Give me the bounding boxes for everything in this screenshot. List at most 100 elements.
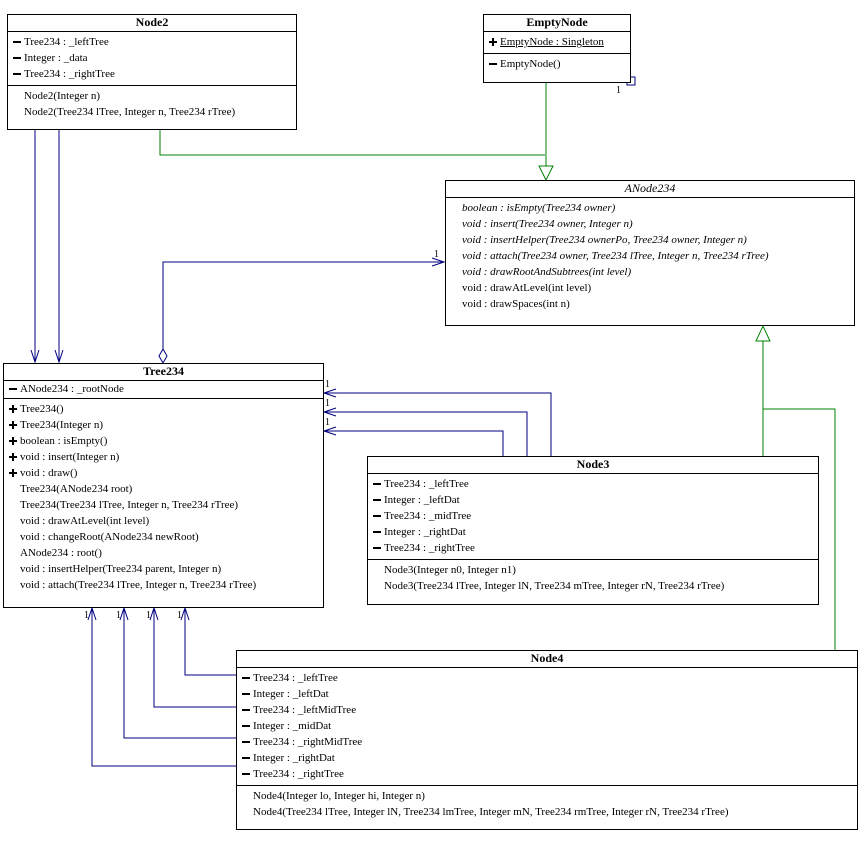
operation-text: void : attach(Tree234 lTree, Integer n, … [20,579,257,591]
inherit-arrowhead-anode234-bottom [755,324,771,342]
assoc-rootnode-arrow [431,257,446,267]
class-node3[interactable]: Node3 Tree234 : _leftTree Integer : _lef… [367,456,819,605]
operation-row: void : draw() [4,465,323,481]
class-anode234[interactable]: ANode234 boolean : isEmpty(Tree234 owner… [445,180,855,326]
class-emptynode[interactable]: EmptyNode EmptyNode : Singleton EmptyNod… [483,14,631,83]
operation-row: ANode234 : root() [4,545,323,561]
operation-row: void : attach(Tree234 lTree, Integer n, … [4,577,323,593]
attribute-text: Integer : _rightDat [253,752,335,764]
operation-text: void : insertHelper(Tree234 parent, Inte… [20,563,222,575]
multiplicity-node3-a: 1 [325,379,330,390]
assoc-node4-a-arrow [180,606,190,621]
operation-text: Node4(Tree234 lTree, Integer lN, Tree234… [253,806,729,818]
class-title: EmptyNode [484,15,630,32]
class-title: Node2 [8,15,296,32]
operation-row: Tree234(Tree234 lTree, Integer n, Tree23… [4,497,323,513]
attribute-row: Integer : _rightDat [368,524,818,540]
operation-row: void : drawAtLevel(int level) [4,513,323,529]
inheritance-lines [159,83,836,650]
operations-section: Tree234() Tree234(Integer n) boolean : i… [4,399,323,596]
operations-section: Node2(Integer n) Node2(Tree234 lTree, In… [8,86,296,123]
attribute-text: Integer : _leftDat [384,494,460,506]
multiplicity-node4-c: 1 [116,610,121,621]
attributes-section: Tree234 : _leftTree Integer : _leftDat T… [368,474,818,560]
attribute-text: Tree234 : _rightMidTree [253,736,363,748]
assoc-node4-a [184,608,236,676]
attribute-text: Integer : _midDat [253,720,332,732]
operation-row: void : insert(Tree234 owner, Integer n) [446,216,854,232]
operation-text: Tree234(Tree234 lTree, Integer n, Tree23… [20,499,239,511]
class-title: Node4 [237,651,857,668]
private-icon [241,718,251,734]
operation-row: void : insertHelper(Tree234 ownerPo, Tre… [446,232,854,248]
multiplicity-singleton: 1 [616,85,621,96]
attribute-row: Tree234 : _midTree [368,508,818,524]
attribute-row: ANode234 : _rootNode [4,381,323,397]
aggregation-diamond [158,347,168,365]
attributes-section: Tree234 : _leftTree Integer : _leftDat T… [237,668,857,786]
private-icon [372,524,382,540]
assoc-node3-b [324,411,528,456]
attributes-section: Tree234 : _leftTree Integer : _data Tree… [8,32,296,86]
attributes-section: EmptyNode : Singleton [484,32,630,54]
class-title: Tree234 [4,364,323,381]
inherit-node2-anode234 [159,130,545,156]
attribute-text: Tree234 : _rightTree [24,68,115,80]
attribute-row: Tree234 : _rightTree [237,766,857,782]
attribute-text: Tree234 : _leftTree [384,478,469,490]
attribute-row: Integer : _data [8,50,296,66]
attribute-row: Integer : _leftDat [368,492,818,508]
public-icon [488,34,498,50]
attribute-row: Integer : _leftDat [237,686,857,702]
operation-text: Node3(Tree234 lTree, Integer lN, Tree234… [384,580,725,592]
operation-text: Tree234() [20,403,64,415]
class-node4[interactable]: Node4 Tree234 : _leftTree Integer : _lef… [236,650,858,830]
assoc-node2-arrow-a [30,349,40,364]
operation-row: boolean : isEmpty(Tree234 owner) [446,200,854,216]
class-node2[interactable]: Node2 Tree234 : _leftTree Integer : _dat… [7,14,297,130]
operation-text: void : insertHelper(Tree234 ownerPo, Tre… [462,234,747,246]
operation-row: Node4(Integer lo, Integer hi, Integer n) [237,788,857,804]
attribute-text: Tree234 : _rightTree [253,768,344,780]
private-icon [372,508,382,524]
multiplicity-node4-d: 1 [84,610,89,621]
operation-row: Node2(Integer n) [8,88,296,104]
private-icon [241,702,251,718]
operation-text: void : draw() [20,467,78,479]
operation-text: Node3(Integer n0, Integer n1) [384,564,516,576]
class-tree234[interactable]: Tree234 ANode234 : _rootNode Tree234() T… [3,363,324,608]
attribute-row: Integer : _rightDat [237,750,857,766]
operation-row: void : drawRootAndSubtrees(int level) [446,264,854,280]
multiplicity-node3-c: 1 [325,417,330,428]
operation-row: void : drawSpaces(int n) [446,296,854,312]
operations-section: EmptyNode() [484,54,630,75]
attribute-text: EmptyNode : Singleton [500,36,604,48]
operation-text: Node4(Integer lo, Integer hi, Integer n) [253,790,425,802]
attributes-section: ANode234 : _rootNode [4,381,323,399]
attribute-row: Integer : _midDat [237,718,857,734]
assoc-node4-c-arrow [119,606,129,621]
operation-row: Node2(Tree234 lTree, Integer n, Tree234 … [8,104,296,120]
operation-row: void : drawAtLevel(int level) [446,280,854,296]
operation-row: boolean : isEmpty() [4,433,323,449]
attribute-text: Tree234 : _leftMidTree [253,704,357,716]
public-icon [8,433,18,449]
attribute-row: Tree234 : _leftMidTree [237,702,857,718]
attribute-row: Tree234 : _leftTree [8,34,296,50]
assoc-node4-c [123,608,236,739]
attribute-text: Tree234 : _leftTree [253,672,338,684]
attribute-text: ANode234 : _rootNode [20,383,124,395]
public-icon [8,401,18,417]
assoc-tree234-rootnode [162,261,444,350]
operation-text: void : drawAtLevel(int level) [462,282,592,294]
operation-row: Tree234() [4,401,323,417]
operation-row: void : attach(Tree234 owner, Tree234 lTr… [446,248,854,264]
attribute-row: Tree234 : _rightMidTree [237,734,857,750]
assoc-node3-a [324,392,552,456]
operation-text: boolean : isEmpty(Tree234 owner) [462,202,616,214]
private-icon [241,670,251,686]
attribute-row: Tree234 : _rightTree [368,540,818,556]
attribute-text: Tree234 : _rightTree [384,542,475,554]
operation-text: Node2(Integer n) [24,90,101,102]
